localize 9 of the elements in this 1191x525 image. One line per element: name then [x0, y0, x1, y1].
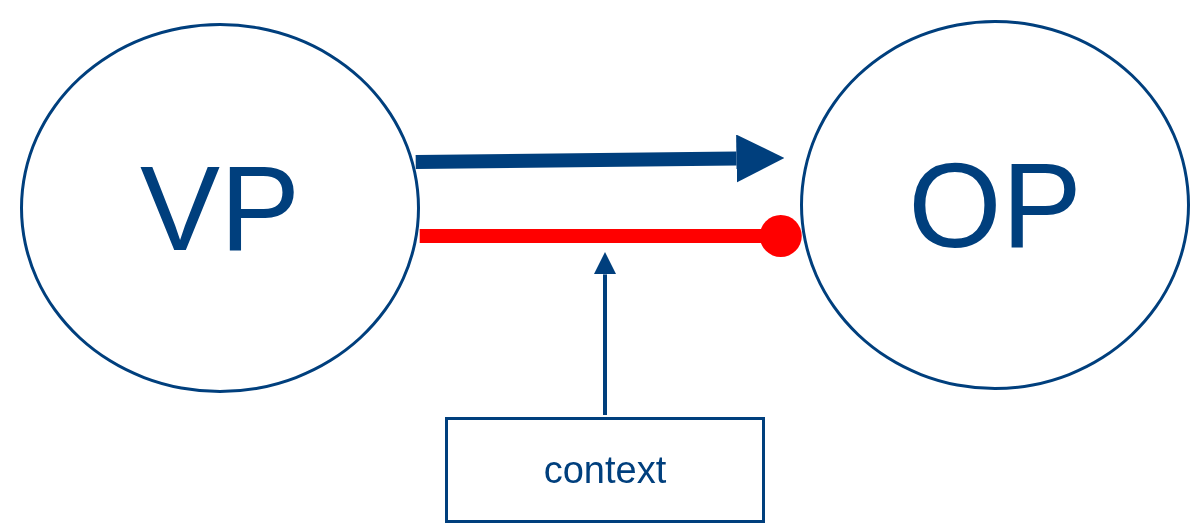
inhibition-line — [419, 215, 802, 257]
concept-box — [445, 417, 765, 523]
concept-circle — [800, 20, 1190, 390]
node-label: context — [543, 448, 667, 492]
node-label: VP — [139, 140, 301, 277]
concept-circle — [20, 23, 420, 393]
node-label: OP — [908, 137, 1082, 274]
arrow — [593, 252, 617, 415]
arrow — [415, 134, 785, 183]
